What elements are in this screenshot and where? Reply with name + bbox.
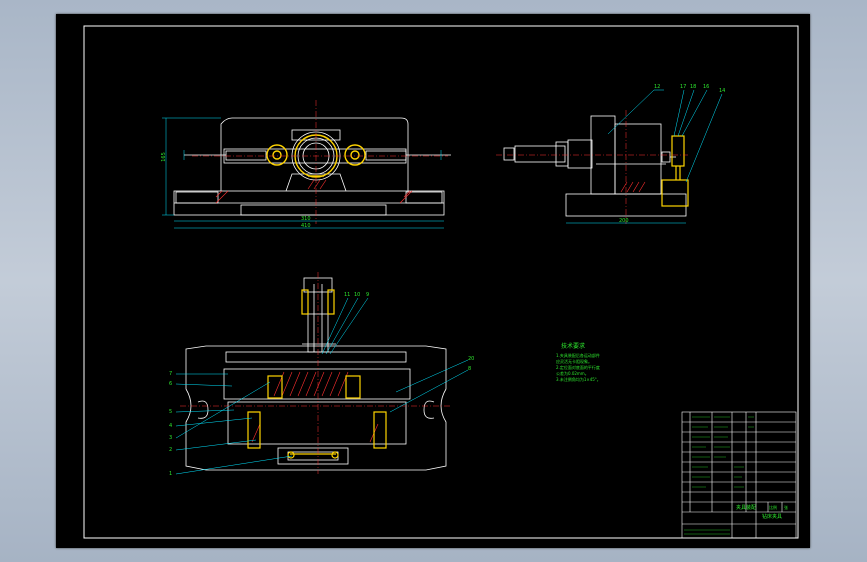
balloon-side-12: 12: [654, 84, 661, 90]
plan-view-bolts: [247, 289, 387, 459]
outer-frame: [83, 25, 799, 539]
dim-front-width: 310: [301, 216, 311, 222]
tech-req-line-1: 1.夹具装配后各运动部件: [556, 353, 600, 358]
title-block-part-name: 夹具装配: [736, 505, 757, 511]
balloon-plan-20: 20: [468, 356, 475, 362]
balloon-plan-5: 5: [169, 409, 173, 415]
balloon-side-16: 16: [703, 84, 710, 90]
tech-req-line-4: 公差为0.02mm。: [556, 371, 589, 376]
balloon-plan-1: 1: [169, 471, 173, 477]
dim-side-width: 200: [619, 218, 629, 224]
balloon-side-18: 18: [690, 84, 697, 90]
tech-req-line-3: 2.定位面对底面的平行度: [556, 365, 600, 370]
side-view-leaders: [566, 89, 723, 224]
plan-view-leaders: [175, 297, 469, 475]
dim-front-overall: 410: [301, 223, 311, 229]
title-block-drawing-title: 钻床夹具: [762, 514, 783, 520]
balloon-plan-2: 2: [169, 447, 173, 453]
balloon-plan-8: 8: [468, 366, 472, 372]
balloon-side-14: 14: [719, 88, 726, 94]
cad-viewport[interactable]: 310 410 165 200 12 17 18 16 14 11 10 9 7…: [56, 14, 810, 548]
assembly-drawing: [83, 25, 799, 539]
tech-req-line-2: 应灵活无卡阻现象。: [556, 359, 592, 364]
side-view: [503, 115, 687, 217]
balloon-plan-4: 4: [169, 423, 173, 429]
front-view: [173, 117, 451, 216]
balloon-plan-10: 10: [354, 292, 361, 298]
front-view-center-lines: [192, 100, 448, 224]
tech-req-line-5: 3.未注倒角均为1×45°。: [556, 377, 601, 382]
tech-req-title: 技术要求: [561, 343, 586, 350]
balloon-plan-11: 11: [344, 292, 351, 298]
side-view-hatch: [620, 181, 646, 193]
balloon-plan-3: 3: [169, 435, 173, 441]
plan-view: [185, 277, 447, 471]
title-block-fills: [684, 416, 754, 535]
front-view-dimensions: [162, 117, 444, 229]
side-view-center-lines: [496, 110, 688, 224]
plan-view-center-lines: [180, 272, 452, 474]
title-block-sheet-label: 张: [784, 505, 788, 510]
title-block-scale-label: 比例: [769, 505, 777, 510]
balloon-plan-9: 9: [366, 292, 370, 298]
balloon-side-17: 17: [680, 84, 687, 90]
balloon-plan-7: 7: [169, 371, 173, 377]
balloon-plan-6: 6: [169, 381, 173, 387]
title-block: [681, 411, 797, 539]
side-view-bolts: [661, 135, 689, 207]
plan-view-hatch: [251, 371, 379, 443]
dim-front-height: 165: [160, 152, 167, 162]
front-view-hatch: [215, 179, 413, 204]
